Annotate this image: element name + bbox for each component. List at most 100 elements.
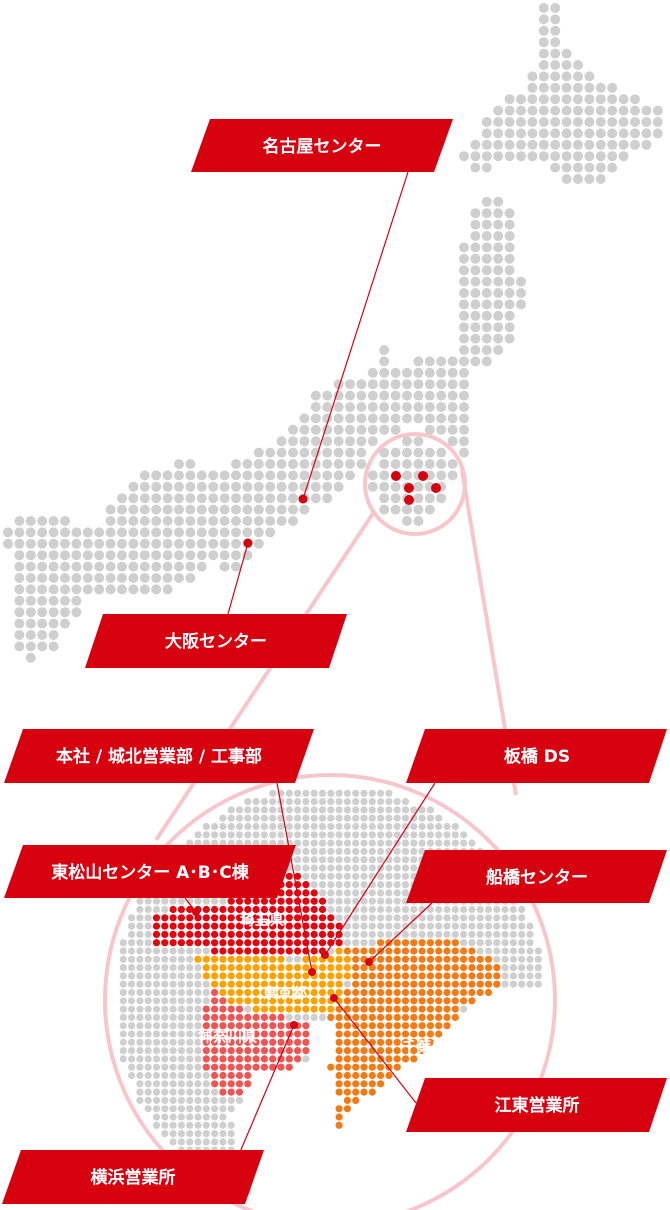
map-dot xyxy=(60,538,70,549)
map-dot xyxy=(343,955,351,963)
map-dot xyxy=(550,139,561,150)
map-dot xyxy=(443,955,451,963)
banner-yokohama[interactable]: 横浜営業所 xyxy=(2,1150,264,1204)
map-dot xyxy=(335,872,343,880)
marker-funabashi[interactable] xyxy=(365,958,373,966)
map-dot xyxy=(169,1080,177,1088)
map-dot xyxy=(561,128,572,139)
map-dot xyxy=(202,1130,210,1138)
map-dot xyxy=(402,367,412,378)
map-dot xyxy=(244,947,252,955)
marker-osaka[interactable] xyxy=(243,538,253,548)
map-dot xyxy=(71,527,82,538)
map-dot xyxy=(481,128,492,139)
map-dot xyxy=(37,618,48,629)
map-dot xyxy=(435,939,443,947)
banner-funabashi[interactable]: 船橋センター xyxy=(406,850,667,903)
map-dot xyxy=(152,997,161,1005)
map-dot xyxy=(607,94,618,105)
map-dot xyxy=(343,798,351,806)
map-dot xyxy=(573,60,583,70)
map-dot xyxy=(468,980,476,988)
map-dot xyxy=(269,1013,277,1022)
map-dot xyxy=(244,831,252,839)
map-dot xyxy=(260,997,268,1005)
map-dot xyxy=(169,1030,177,1038)
marker-honsha[interactable] xyxy=(308,968,316,976)
map-dot xyxy=(385,872,393,880)
banner-higashimatsuyama[interactable]: 東松山センター A･B･C棟 xyxy=(4,845,296,898)
map-dot xyxy=(484,980,493,988)
map-dot xyxy=(60,527,70,538)
map-dot xyxy=(144,1096,152,1104)
map-dot xyxy=(401,1005,410,1013)
map-dot xyxy=(418,939,426,947)
map-dot xyxy=(402,379,412,390)
map-dot xyxy=(345,402,355,412)
map-dot xyxy=(418,955,426,963)
map-dot xyxy=(194,1088,202,1096)
marker-itabashi[interactable] xyxy=(321,951,329,959)
map-dot xyxy=(379,379,390,390)
map-dot xyxy=(481,117,492,127)
map-dot xyxy=(436,379,447,390)
marker-nagoya[interactable] xyxy=(298,494,308,504)
map-dot xyxy=(128,1038,136,1046)
map-dot xyxy=(169,922,177,930)
map-dot xyxy=(260,1022,268,1030)
map-dot xyxy=(368,856,376,864)
map-dot xyxy=(161,1063,169,1071)
map-dot xyxy=(202,997,210,1005)
marker-yokohama[interactable] xyxy=(290,1021,298,1029)
map-dot xyxy=(401,1030,410,1038)
map-dot xyxy=(360,806,368,814)
banner-itabashi[interactable]: 板橋 DS xyxy=(406,729,667,783)
map-dot xyxy=(501,939,509,947)
map-dot xyxy=(186,922,194,930)
map-dot xyxy=(128,1005,136,1013)
map-dot xyxy=(194,997,202,1005)
map-dot xyxy=(418,922,426,930)
map-dot xyxy=(302,864,310,872)
map-dot xyxy=(260,806,268,814)
map-dot xyxy=(443,964,451,972)
map-dot xyxy=(426,1022,434,1030)
map-dot xyxy=(595,139,606,150)
map-dot xyxy=(618,151,629,162)
marker-higashimatsuyama[interactable] xyxy=(192,908,200,916)
map-dot xyxy=(144,1105,152,1113)
map-dot xyxy=(447,390,458,401)
map-dot xyxy=(94,550,105,561)
map-dot xyxy=(252,947,260,955)
map-dot xyxy=(219,516,230,526)
map-dot xyxy=(194,972,202,980)
map-dot xyxy=(518,922,526,930)
map-dot xyxy=(152,939,161,947)
banner-osaka[interactable]: 大阪センター xyxy=(85,614,347,668)
map-dot xyxy=(177,1080,185,1088)
map-dot xyxy=(327,806,335,814)
map-dot xyxy=(335,864,343,872)
map-dot xyxy=(299,413,310,424)
map-dot xyxy=(136,905,144,914)
map-dot xyxy=(504,128,515,139)
map-dot xyxy=(302,914,310,922)
map-dot xyxy=(211,1113,219,1121)
banner-nagoya[interactable]: 名古屋センター xyxy=(191,119,453,172)
map-dot xyxy=(368,897,376,905)
map-dot xyxy=(618,128,629,139)
map-dot xyxy=(493,219,504,230)
prefecture-label-chiba: 千葉県 xyxy=(402,1039,447,1056)
banner-koto[interactable]: 江東営業所 xyxy=(406,1078,667,1132)
map-dot xyxy=(418,997,426,1005)
marker-koto[interactable] xyxy=(330,994,338,1002)
map-dot xyxy=(385,1038,393,1046)
map-dot xyxy=(244,1013,252,1022)
map-dot xyxy=(235,1080,244,1088)
map-dot xyxy=(128,1063,136,1071)
map-dot xyxy=(227,980,235,988)
leader-line-honsha xyxy=(276,782,313,973)
map-dot xyxy=(71,584,82,595)
map-dot xyxy=(294,814,302,822)
banner-honsha[interactable]: 本社 / 城北営業部 / 工事部 xyxy=(4,729,314,783)
